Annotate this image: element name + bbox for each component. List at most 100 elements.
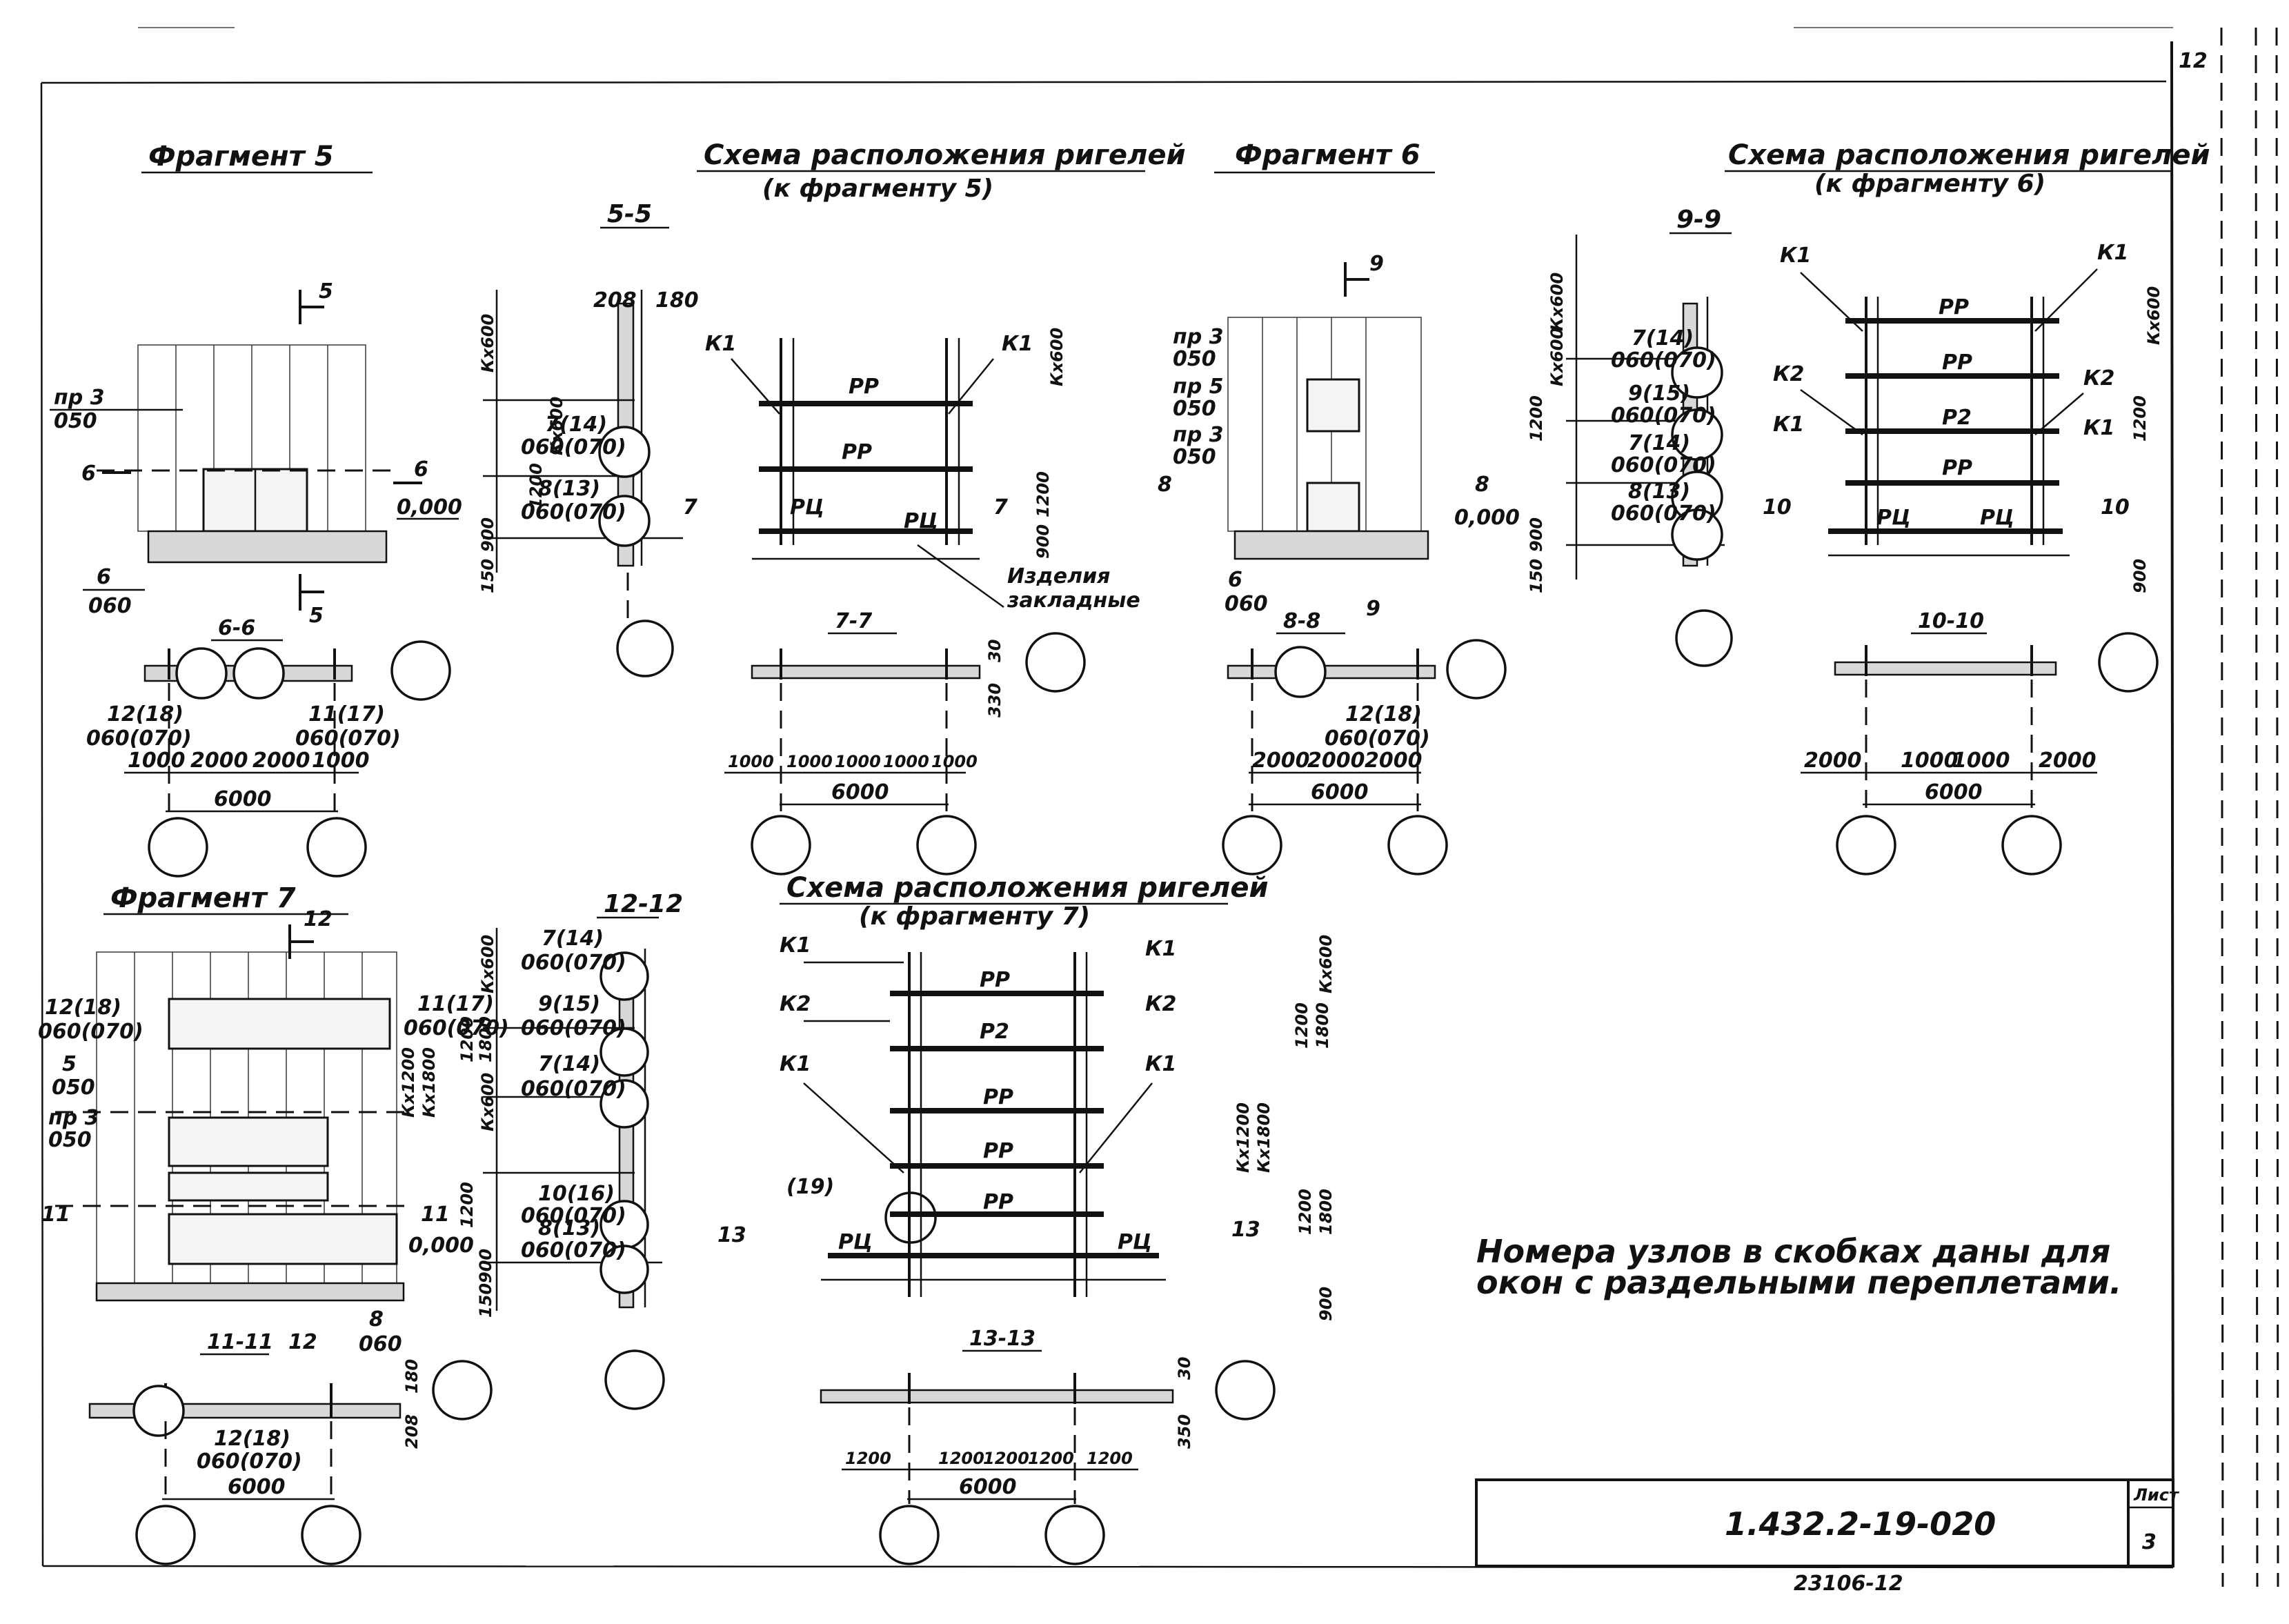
label-rc-f5b: РЦ <box>904 509 938 533</box>
dim-kx600-s9a: Кх600 <box>1547 273 1567 331</box>
mark-12-bottom: 12 <box>288 1330 317 1354</box>
dim-900-s12: 900 <box>476 1249 495 1283</box>
label-k1-s7b: К1 <box>1145 937 1176 961</box>
node-code-s9d: 060(070) <box>1611 502 1716 526</box>
label-rc-s6a: РЦ <box>1876 506 1911 530</box>
dim-900-s5: 900 <box>1033 524 1053 559</box>
dim-330: 330 <box>985 683 1004 717</box>
dim-1000-s7a: 1000 <box>728 752 774 771</box>
label-k1-s7d: К1 <box>1145 1052 1176 1076</box>
pp3-code-f6b: 050 <box>1173 445 1216 469</box>
section-7-7-title: 7-7 <box>835 609 872 633</box>
dim-1200-s6: 1200 <box>2130 395 2150 442</box>
dim-30-s7: 30 <box>985 640 1004 662</box>
label-rr-s7d: РР <box>983 1190 1013 1214</box>
dim-1000-s7b: 1000 <box>786 752 833 771</box>
dim-1200-s13a: 1200 <box>845 1449 891 1468</box>
node-12-18-code: 060(070) <box>86 726 192 751</box>
mark-13-right: 13 <box>1231 1218 1260 1242</box>
scheme-f7-sub: (к фрагменту 7) <box>859 902 1090 931</box>
node-11-17-code: 060(070) <box>295 726 401 751</box>
dim-1000-s7e: 1000 <box>931 752 978 771</box>
level-zero-f5: 0,000 <box>397 495 462 519</box>
dim-2000-s10b: 2000 <box>2039 749 2097 773</box>
mark-10-left: 10 <box>1763 495 1792 519</box>
mark-8-left: 8 <box>1158 473 1172 497</box>
label-r2-s6: Р2 <box>1942 406 1972 430</box>
dim-1200-s13e: 1200 <box>1087 1449 1133 1468</box>
section-11-11: 11-11 12(18) 060(070) 6000 208 180 <box>88 1330 493 1565</box>
node-7-14-s12b: 7(14) <box>538 1052 600 1076</box>
node-6-code-f6: 060 <box>1225 592 1268 616</box>
izd-line2: закладные <box>1007 588 1140 613</box>
dim-2000-a: 2000 <box>190 749 248 773</box>
dim-kx600-s5: Кх600 <box>1047 328 1067 386</box>
node-6-label: 6 <box>97 565 111 589</box>
dim-6000-s7: 6000 <box>831 780 889 804</box>
dim-2000-s10a: 2000 <box>1804 749 1862 773</box>
label-rr-s6c: РР <box>1942 456 1972 480</box>
dim-900-s6: 900 <box>2130 559 2150 593</box>
node-9-15-s9: 9(15) <box>1628 382 1690 406</box>
label-k1-s7c: К1 <box>780 1052 811 1076</box>
pp3-code: 050 <box>54 409 97 433</box>
sheet-frame <box>40 27 2279 1587</box>
label-k1-s6d: К1 <box>2083 416 2114 440</box>
dim-1800-s12a: 1800 <box>476 1016 495 1062</box>
fragment-7-title: Фрагмент 7 <box>110 882 296 914</box>
dim-kx600-s12b: Кх600 <box>478 1073 497 1131</box>
node-7-14-code-f5: 060(070) <box>521 435 626 459</box>
section-6-6-title: 6-6 <box>218 616 255 640</box>
dim-350: 350 <box>1175 1414 1194 1449</box>
section-9-9-title: 9-9 <box>1676 206 1721 234</box>
node-9-15-s12: 9(15) <box>538 992 600 1016</box>
dim-1800-s7b: 1800 <box>1316 1189 1336 1235</box>
label-rc-f5a: РЦ <box>790 495 824 519</box>
dim-2000-f6c: 2000 <box>1365 749 1423 773</box>
page-number: 12 <box>2179 49 2208 73</box>
scheme-f5-sub: (к фрагменту 5) <box>762 175 993 203</box>
dim-900-s9: 900 <box>1527 517 1546 552</box>
pp3-f7: пр 3 <box>48 1106 99 1130</box>
dim-kx600-s7: Кх600 <box>1316 935 1336 993</box>
pp3-f6a: пр 3 <box>1173 325 1224 349</box>
dim-6000-f5: 6000 <box>214 787 272 811</box>
dim-6000-s11: 6000 <box>228 1475 286 1499</box>
dim-kx1200-s7: Кх1200 <box>1233 1102 1253 1173</box>
label-rc-s7b: РЦ <box>1118 1230 1152 1254</box>
section-8-8-title: 8-8 <box>1283 609 1320 633</box>
level-zero-f7: 0,000 <box>408 1234 474 1258</box>
dim-900-s7: 900 <box>1316 1287 1336 1321</box>
label-k2-s6b: К2 <box>2083 366 2114 390</box>
dim-150-s12: 150 <box>476 1283 495 1318</box>
section-11-11-title: 11-11 <box>207 1330 273 1354</box>
node-12-18-s11: 12(18) <box>214 1427 290 1451</box>
dim-1200-s13b: 1200 <box>938 1449 984 1468</box>
node-code-s12a: 060(070) <box>521 951 626 975</box>
document-code: 1.432.2-19-020 <box>1725 1505 1996 1543</box>
section-5-5: 5-5 208 180 7(14) 060(070) 8(13) 060(070… <box>478 200 699 677</box>
label-rr-s7b: РР <box>983 1085 1013 1109</box>
label-rr-s6b: РР <box>1942 350 1972 375</box>
dim-1200-f5: 1200 <box>526 463 546 509</box>
mark-7-right: 7 <box>993 495 1008 519</box>
section-13-13: 13-13 30 350 1200 1200 1200 1200 1200 60… <box>820 1327 1276 1565</box>
dim-208-s11: 208 <box>402 1414 422 1449</box>
dim-kx600-s9b: Кх600 <box>1547 328 1567 386</box>
dim-1200-s12b: 1200 <box>457 1182 477 1228</box>
mark-11-left: 11 <box>41 1202 70 1227</box>
node-code-s12e: 060(070) <box>521 1238 626 1262</box>
section-7-7: 7-7 30 330 1000 1000 1000 1000 1000 6000 <box>724 609 1086 875</box>
scheme-fragment-7: Схема расположения ригелей (к фрагменту … <box>717 872 1336 1321</box>
node-7-14-s12a: 7(14) <box>542 927 604 951</box>
level-zero-f6: 0,000 <box>1454 506 1520 530</box>
fragment-7: Фрагмент 7 12 12 11 11 0,000 12(18) 060(… <box>38 882 509 1356</box>
dim-6000-s10: 6000 <box>1925 780 1983 804</box>
dim-1200-s7b: 1200 <box>1296 1189 1315 1235</box>
node-6-f6: 6 <box>1228 568 1242 592</box>
node-11-17-f5: 11(17) <box>308 702 385 726</box>
label-k1-s6c: К1 <box>1773 413 1804 437</box>
label-rr-f5a: РР <box>849 375 879 399</box>
node-6-code: 060 <box>88 594 132 618</box>
